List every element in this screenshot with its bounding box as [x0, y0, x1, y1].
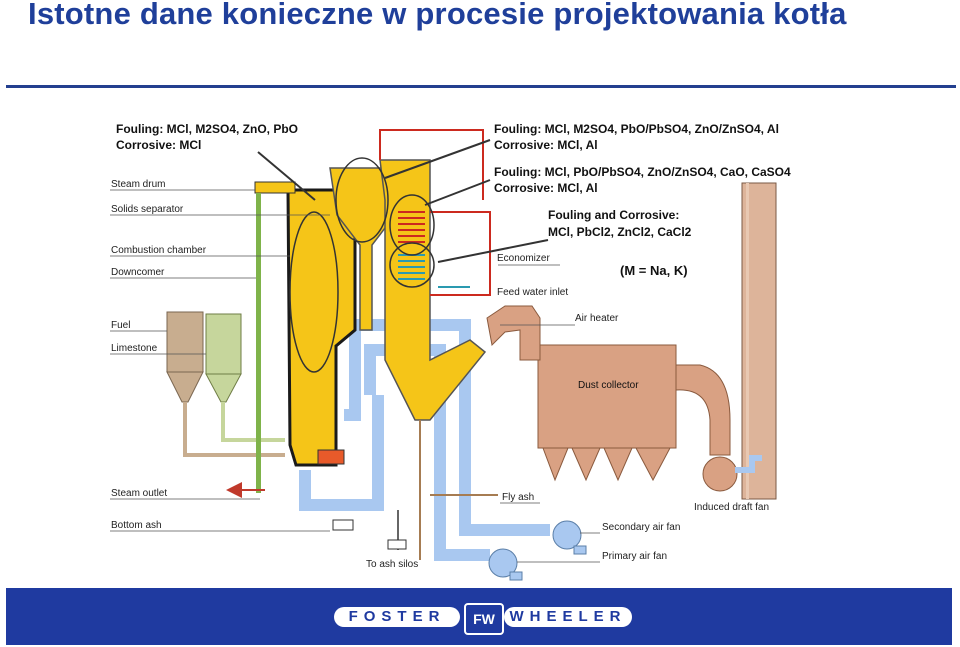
- dust-collector: [537, 344, 677, 482]
- label-steam-outlet: Steam outlet: [111, 488, 167, 499]
- secondary-air-fan: [552, 520, 582, 550]
- label-bottom-ash: Bottom ash: [111, 520, 162, 531]
- label-dust-collector: Dust collector: [578, 380, 639, 391]
- logo-mark: FW: [464, 603, 504, 635]
- air-heater-duct: [486, 305, 541, 361]
- annotation-3-line2: Corrosive: MCl, Al: [494, 181, 598, 195]
- label-primary-air-fan: Primary air fan: [602, 551, 667, 562]
- annotation-m-note: (M = Na, K): [620, 263, 688, 278]
- annotation-2-line2: Corrosive: MCl, Al: [494, 138, 598, 152]
- fuel-silo: [166, 311, 204, 403]
- zone-ellipse-economizer: [389, 242, 435, 288]
- label-limestone: Limestone: [111, 343, 158, 354]
- downcomer: [256, 193, 261, 493]
- label-downcomer: Downcomer: [111, 267, 165, 278]
- label-air-heater: Air heater: [575, 313, 619, 324]
- title-rule: [6, 85, 956, 88]
- label-secondary-air-fan: Secondary air fan: [602, 522, 680, 533]
- superheater-coils: [398, 211, 425, 243]
- zone-ellipse-coils: [389, 194, 435, 256]
- annotation-4-line2: MCl, PbCl2, ZnCl2, CaCl2: [548, 225, 692, 239]
- page-title: Istotne dane konieczne w procesie projek…: [28, 0, 847, 31]
- annotation-3-line1: Fouling: MCl, PbO/PbSO4, ZnO/ZnSO4, CaO,…: [494, 165, 791, 179]
- zone-ellipse-separator: [335, 157, 389, 243]
- boiler-diagram: Steam drum Solids separator Combustion c…: [110, 122, 791, 581]
- label-fly-ash: Fly ash: [502, 492, 534, 503]
- label-ash-silos: To ash silos: [366, 559, 418, 570]
- steam-drum: [254, 181, 296, 194]
- label-solids-separator: Solids separator: [111, 204, 184, 215]
- logo-left-text: FOSTER: [348, 608, 446, 625]
- annotation-1-line2: Corrosive: MCl: [116, 138, 201, 152]
- label-steam-drum: Steam drum: [111, 179, 165, 190]
- label-combustion-chamber: Combustion chamber: [111, 245, 207, 256]
- primary-air-fan: [488, 548, 518, 578]
- foster-wheeler-logo: FOSTER FW WHEELER: [334, 603, 632, 635]
- logo-right-text: WHEELER: [509, 608, 627, 625]
- limestone-silo: [205, 313, 242, 403]
- annotation-1-line1: Fouling: MCl, M2SO4, ZnO, PbO: [116, 122, 298, 136]
- label-feed-water: Feed water inlet: [497, 287, 568, 298]
- label-induced-draft-fan: Induced draft fan: [694, 502, 769, 513]
- label-fuel: Fuel: [111, 320, 130, 331]
- zone-ellipse-furnace: [289, 211, 339, 373]
- annotation-2-line1: Fouling: MCl, M2SO4, PbO/PbSO4, ZnO/ZnSO…: [494, 122, 779, 136]
- induced-draft-fan: [702, 456, 738, 492]
- label-economizer: Economizer: [497, 253, 550, 264]
- annotation-4-line1: Fouling and Corrosive:: [548, 208, 679, 222]
